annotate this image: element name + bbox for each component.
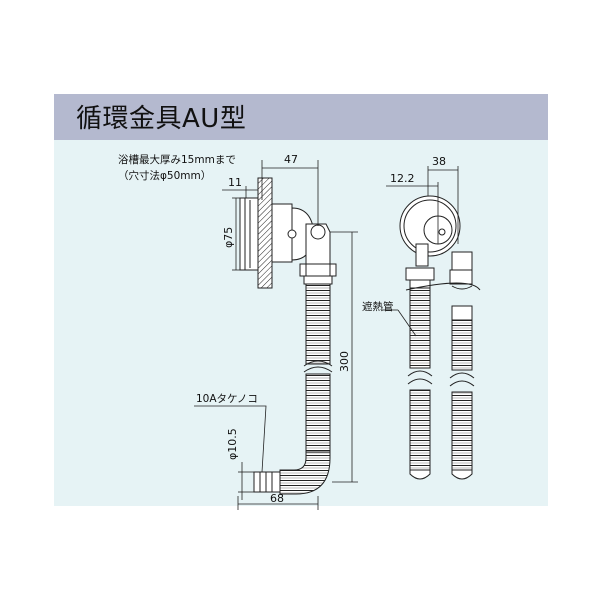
- dim-300: 300: [338, 351, 351, 372]
- dim-12-2: 12.2: [390, 172, 415, 185]
- break-marks: [405, 282, 481, 387]
- right-hose-upper: [451, 319, 473, 371]
- side-view: [239, 177, 337, 495]
- label-tube-fitting: 10Aタケノコ: [196, 393, 258, 405]
- flange-plate: [239, 197, 259, 271]
- dim-phi75: φ75: [222, 227, 235, 248]
- hose-upper: [305, 283, 331, 365]
- left-hose-upper: [409, 287, 431, 369]
- label-insulation: 遮熱管: [362, 300, 394, 313]
- dim-phi10-5: φ10.5: [226, 428, 239, 460]
- page-title: 循環金具AU型: [76, 104, 247, 134]
- dim-68: 68: [270, 492, 284, 505]
- note-hole-size: （穴寸法φ50mm）: [118, 169, 211, 182]
- front-view: [399, 195, 473, 480]
- left-hose-lower: [409, 389, 431, 471]
- tub-wall: [257, 177, 273, 289]
- note-tub-thickness: 浴槽最大厚み15mmまで: [118, 153, 236, 166]
- side-view-dimensions: [194, 160, 358, 510]
- nut-left: [405, 267, 435, 281]
- diagram-card: 循環金具AU型: [54, 94, 548, 506]
- dim-47: 47: [284, 153, 298, 166]
- union-nut: [299, 263, 337, 277]
- hose-lower: [305, 373, 331, 453]
- front-view-dimensions: [382, 166, 459, 337]
- nut-right: [449, 269, 473, 285]
- title-bar: 循環金具AU型: [54, 94, 548, 140]
- tube-fitting: [253, 471, 281, 493]
- right-hose-lower: [451, 391, 473, 471]
- dim-11: 11: [228, 176, 242, 189]
- dim-38: 38: [432, 155, 446, 168]
